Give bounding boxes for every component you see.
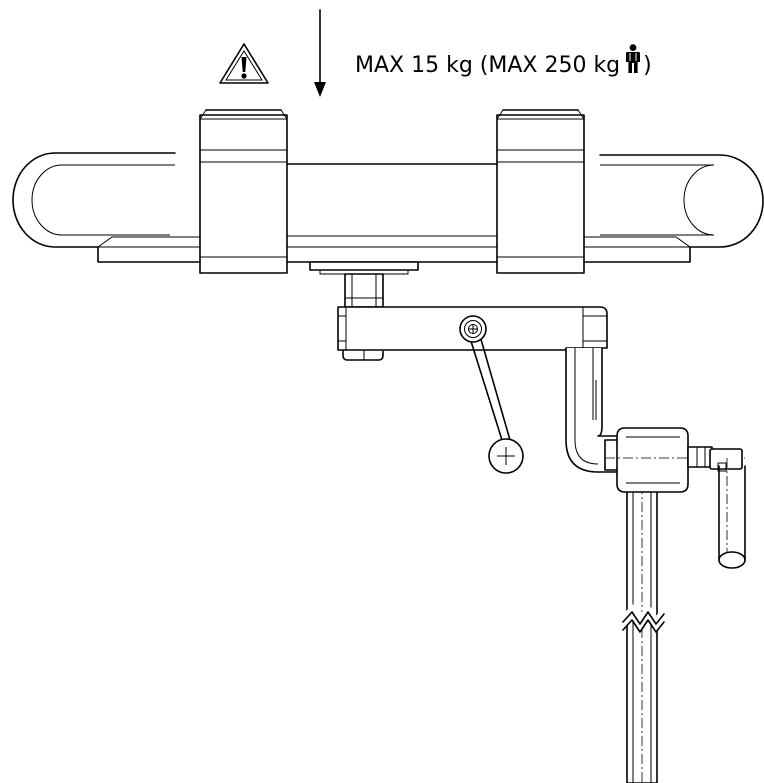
pivot-pin — [342, 273, 384, 361]
tray — [12, 152, 764, 263]
locking-lever — [459, 315, 524, 474]
right-clamp — [496, 109, 585, 274]
mounting-plate — [309, 261, 419, 275]
pole-clamp — [604, 427, 745, 493]
break-line-icon — [619, 602, 668, 634]
load-capacity-label: MAX 15 kg (MAX 250 kg ) — [355, 44, 652, 80]
person-icon — [626, 44, 641, 73]
load-capacity-close: ) — [643, 53, 652, 78]
clamp-handle — [687, 446, 746, 569]
load-capacity-text: MAX 15 kg (MAX 250 kg — [355, 53, 621, 78]
down-arrow-icon — [314, 9, 326, 97]
warning-triangle-icon — [219, 43, 269, 84]
left-clamp — [199, 109, 288, 274]
